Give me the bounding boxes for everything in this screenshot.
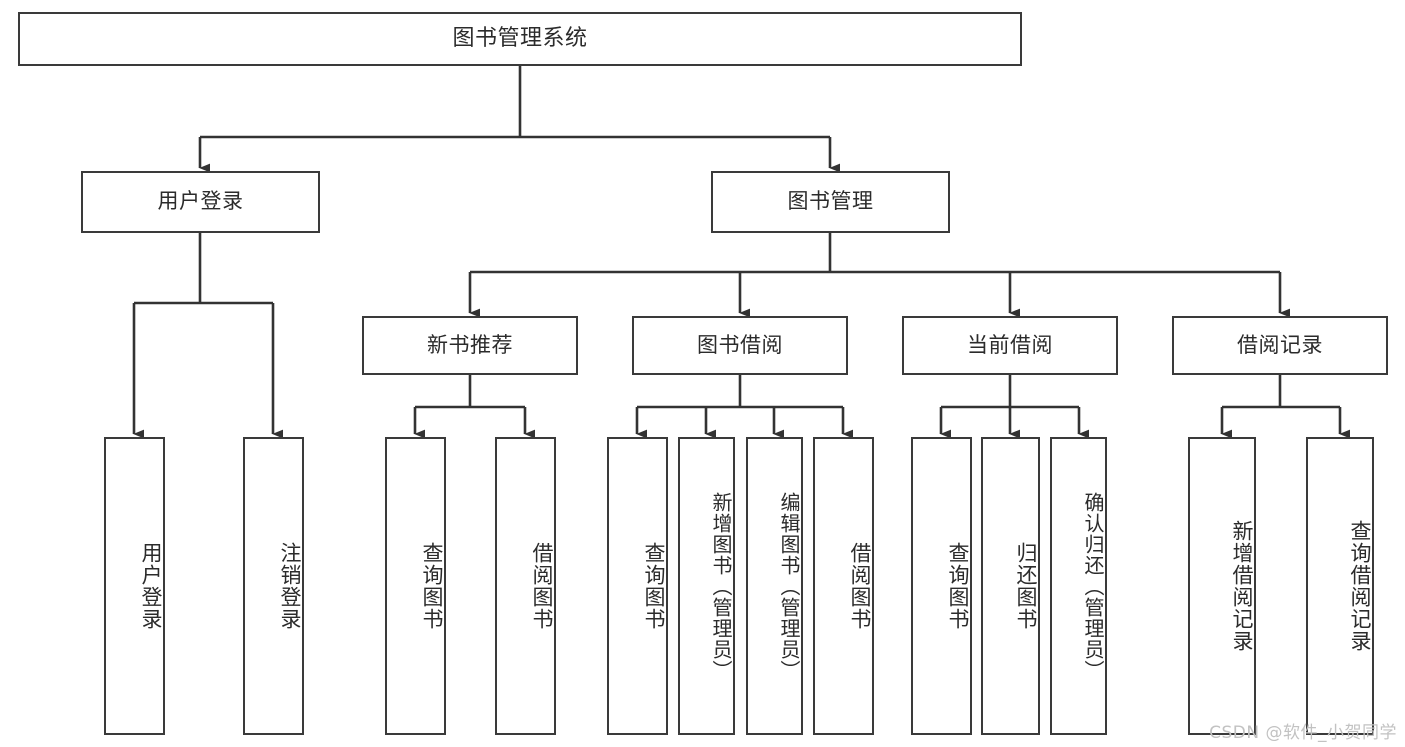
leaf-query-book-current[interactable]: 查询图书	[911, 437, 972, 735]
node-book-manage[interactable]: 图书管理	[711, 171, 950, 233]
node-user-login[interactable]: 用户登录	[81, 171, 320, 233]
leaf-return-book[interactable]: 归还图书	[981, 437, 1040, 735]
node-current-borrow[interactable]: 当前借阅	[902, 316, 1118, 375]
leaf-borrow-book-recommend[interactable]: 借阅图书	[495, 437, 556, 735]
leaf-borrow-book-borrow[interactable]: 借阅图书	[813, 437, 874, 735]
leaf-add-book-admin[interactable]: 新增图书（管理员）	[678, 437, 735, 735]
leaf-add-borrow-record[interactable]: 新增借阅记录	[1188, 437, 1256, 735]
leaf-query-book-recommend[interactable]: 查询图书	[385, 437, 446, 735]
node-book-borrow[interactable]: 图书借阅	[632, 316, 848, 375]
node-new-book-recommend[interactable]: 新书推荐	[362, 316, 578, 375]
leaf-edit-book-admin[interactable]: 编辑图书（管理员）	[746, 437, 803, 735]
leaf-logout-login[interactable]: 注销登录	[243, 437, 304, 735]
leaf-query-borrow-record[interactable]: 查询借阅记录	[1306, 437, 1374, 735]
node-root-system[interactable]: 图书管理系统	[18, 12, 1022, 66]
leaf-confirm-return-admin[interactable]: 确认归还（管理员）	[1050, 437, 1107, 735]
leaf-query-book-borrow[interactable]: 查询图书	[607, 437, 668, 735]
leaf-user-login[interactable]: 用户登录	[104, 437, 165, 735]
node-borrow-record[interactable]: 借阅记录	[1172, 316, 1388, 375]
